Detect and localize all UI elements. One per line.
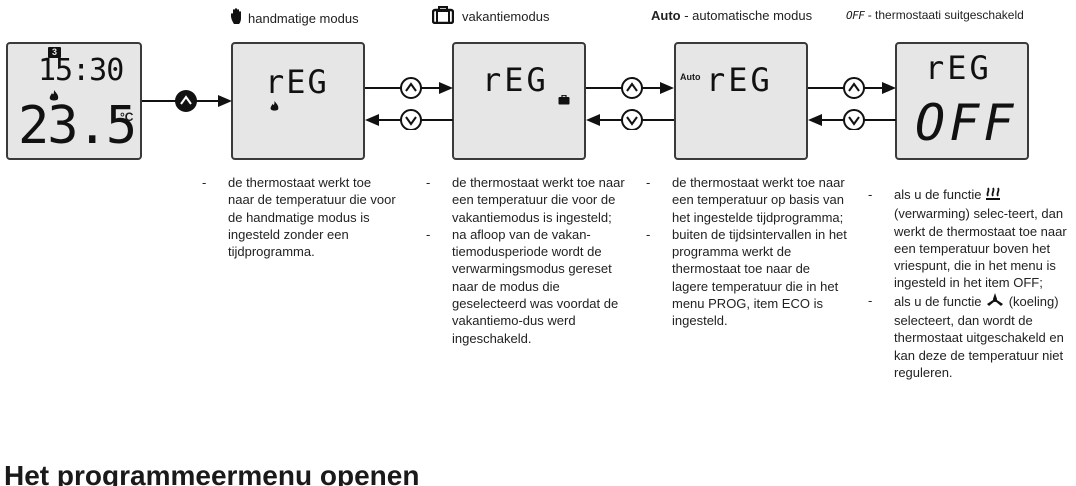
off-display: rEG OFF [895,42,1029,160]
off-item2-b: (koeling) selecteert, dan wordt de therm… [894,293,1064,380]
list-item: als u de functie (koeling) selecteert, d… [868,292,1072,381]
auto-description: de thermostaat werkt toe naar een temper… [646,174,848,330]
manual-display-text: rEG [265,63,329,101]
cooling-icon [985,292,1005,312]
manual-mode-label: handmatige modus [248,10,359,26]
list-item: na afloop van de vakan-tiemodusperiode w… [426,226,628,347]
auto-mode-header: Auto - automatische modus [651,8,812,23]
auto-badge: Auto [680,72,701,82]
unit-label: °C [120,110,134,124]
main-display: 3 15:30 23.5 °C [6,42,142,160]
flame-icon [48,89,60,107]
auto-display-text: rEG [706,61,773,99]
up-button-icon[interactable] [621,77,643,99]
auto-mode-label: - automatische modus [680,8,813,23]
auto-display: Auto rEG [674,42,808,160]
holiday-display: rEG [452,42,586,160]
list-item: de thermostaat werkt toe naar de tempera… [202,174,398,260]
list-item: de thermostaat werkt toe naar een temper… [426,174,628,226]
temperature-readout: 23.5 [18,96,137,156]
manual-display: rEG [231,42,365,160]
up-button-icon[interactable] [400,77,422,99]
manual-mode-header: handmatige modus [230,8,359,28]
down-button-icon[interactable] [621,109,643,130]
holiday-mode-header: vakantiemodus [431,6,550,27]
arrows-manual-holiday [365,77,453,130]
auto-mode-bold: Auto [651,8,681,23]
heating-icon [985,187,1001,205]
section-title: Het programmeermenu openen [4,460,420,486]
off-item1-b: (verwarming) selec-teert, dan werkt de t… [894,206,1067,291]
manual-description: de thermostaat werkt toe naar de tempera… [202,174,398,260]
day-indicator: 3 [48,47,61,58]
suitcase-icon [431,6,455,27]
arrows-holiday-auto [586,77,674,130]
off-item2-a: als u de functie [894,293,982,309]
list-item: buiten de tijdsintervallen in het progra… [646,226,848,330]
off-mode-header: OFF - thermostaati suitgeschakeld [846,8,1024,22]
off-description: als u de functie (verwarming) selec-teer… [868,186,1072,381]
off-mode-lcd: OFF [846,8,865,22]
flame-icon [269,99,280,117]
down-button-icon[interactable] [400,109,422,130]
holiday-description: de thermostaat werkt toe naar een temper… [426,174,628,347]
list-item: als u de functie (verwarming) selec-teer… [868,186,1072,292]
off-display-text2: OFF [915,94,1018,152]
time-readout: 15:30 [38,53,124,88]
arrows-auto-off [808,77,896,130]
hand-icon [230,8,246,28]
off-item1-a: als u de functie [894,187,982,202]
off-mode-label: - thermostaati suitgeschakeld [864,8,1024,22]
holiday-display-text: rEG [482,61,549,99]
down-button-icon[interactable] [843,109,865,130]
up-button-icon[interactable] [843,77,865,99]
holiday-mode-label: vakantiemodus [462,9,550,24]
off-display-text: rEG [925,49,992,87]
up-button-icon[interactable] [175,90,197,112]
arrow-main-to-manual [142,90,232,112]
list-item: de thermostaat werkt toe naar een temper… [646,174,848,226]
suitcase-icon [558,92,570,110]
